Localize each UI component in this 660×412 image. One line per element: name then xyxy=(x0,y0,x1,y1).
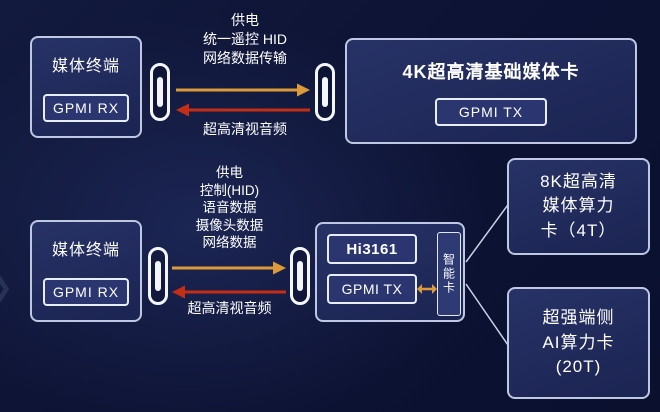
media-terminal-box-top: 媒体终端 GPMI RX xyxy=(30,36,142,138)
bidirectional-arrow-icon xyxy=(417,284,437,294)
forward-arrow-icon xyxy=(176,83,310,97)
media-terminal-box-bottom: 媒体终端 GPMI RX xyxy=(30,220,142,322)
uhd-av-label: 超高清视音频 xyxy=(187,300,272,316)
back-arrow-icon xyxy=(176,103,310,117)
forward-signals-labels: 供电 控制(HID) 语音数据 摄像头数据 网络数据 xyxy=(195,165,264,250)
connector-plug-icon xyxy=(315,63,335,121)
connector-pin-icon xyxy=(297,261,303,291)
media-terminal-title: 媒体终端 xyxy=(51,242,120,259)
back-arrow-icon xyxy=(172,285,286,299)
media-card-4k-title: 4K超高清基础媒体卡 xyxy=(402,62,580,82)
connector-pin-icon xyxy=(155,261,161,291)
smart-card-box: 智能卡 xyxy=(437,232,461,316)
media-terminal-title: 媒体终端 xyxy=(51,58,120,75)
gpmi-tx-chip: GPMI TX xyxy=(327,274,417,304)
fork-connector-lines xyxy=(465,201,511,349)
hi3161-chip: Hi3161 xyxy=(327,234,417,264)
forward-signals-labels: 供电 统一遥控 HID 网络数据传输 xyxy=(203,12,287,66)
gpmi-rx-chip: GPMI RX xyxy=(43,278,129,306)
connector-pin-icon xyxy=(322,77,328,107)
prev-slide-chevron: ❯ xyxy=(0,272,13,303)
connector-pin-icon xyxy=(157,77,163,107)
connector-plug-icon xyxy=(290,247,310,305)
media-card-4k-box: 4K超高清基础媒体卡 GPMI TX xyxy=(345,38,637,144)
compute-card-ai-box: 超强端侧 AI算力卡 (20T) xyxy=(507,287,650,399)
hub-box: Hi3161 GPMI TX 智能卡 xyxy=(315,222,465,322)
connector-plug-icon xyxy=(148,247,168,305)
gpmi-tx-chip: GPMI TX xyxy=(435,98,547,126)
forward-arrow-icon xyxy=(172,261,286,275)
connector-plug-icon xyxy=(150,63,170,121)
gpmi-rx-chip: GPMI RX xyxy=(43,94,129,122)
compute-card-8k-box: 8K超高清 媒体算力 卡（4T） xyxy=(507,158,650,255)
uhd-av-label: 超高清视音频 xyxy=(203,121,287,137)
